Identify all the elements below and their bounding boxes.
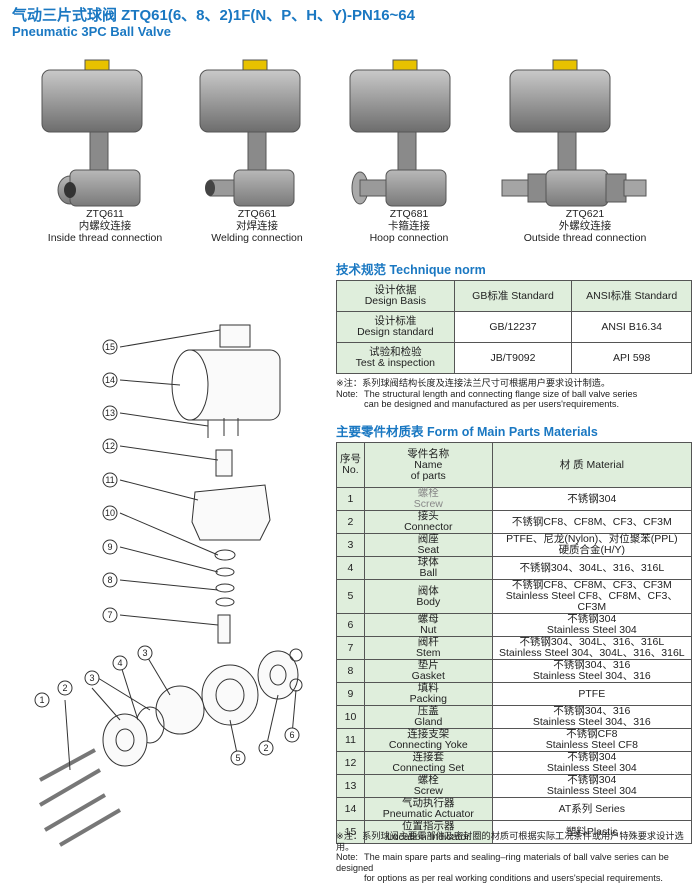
callout-6: 6 — [289, 730, 294, 740]
part-material: 不锈钢304 — [491, 487, 693, 511]
part-no: 11 — [336, 728, 365, 752]
part-no: 13 — [336, 774, 365, 798]
part-no: 15 — [336, 820, 365, 844]
callout-4: 4 — [117, 658, 122, 668]
parts-heading: 主要零件材质表 Form of Main Parts Materials — [336, 425, 598, 439]
callout-3b: 3 — [89, 673, 94, 683]
part-material: 塑料Plastic — [491, 820, 693, 844]
part-no: 1 — [336, 487, 365, 511]
valve-image-welding — [188, 52, 338, 210]
parts-note: ※注：系列球阀主要零部件及密封圈的材质可根据实际工况条件或用户特殊要求设计选用。… — [336, 831, 684, 883]
part-no: 6 — [336, 613, 365, 637]
technique-note: ※注：系列球阀结构长度及连接法兰尺寸可根据用户要求设计制造。 Note:The … — [336, 378, 638, 409]
page-title: 气动三片式球阀 ZTQ61(6、8、2)1F(N、P、H、Y)-PN16~64 — [12, 7, 415, 24]
valve-image-inside-thread — [30, 52, 180, 210]
callout-2a: 2 — [62, 683, 67, 693]
technique-heading: 技术规范 Technique norm — [336, 263, 486, 277]
callout-11: 11 — [105, 475, 114, 485]
part-no: 4 — [336, 556, 365, 580]
callout-14: 14 — [105, 375, 115, 385]
part-no: 14 — [336, 797, 365, 821]
callout-2b: 2 — [263, 743, 268, 753]
callout-1: 1 — [39, 695, 44, 705]
exploded-view-diagram: 15 14 13 12 11 10 9 8 7 4 3 2 1 3 5 2 6 — [20, 300, 320, 860]
callout-13: 13 — [105, 408, 115, 418]
valve-image-hoop — [338, 52, 488, 210]
part-no: 2 — [336, 510, 365, 534]
part-no: 5 — [336, 579, 365, 614]
callout-5: 5 — [235, 753, 240, 763]
callout-3a: 3 — [142, 648, 147, 658]
part-material: 不锈钢CF8、CF8M、CF3、CF3M — [491, 510, 693, 534]
part-no: 3 — [336, 533, 365, 557]
page-subtitle: Pneumatic 3PC Ball Valve — [12, 24, 171, 39]
part-material: PTFE — [491, 682, 693, 706]
part-material: AT系列 Series — [491, 797, 693, 821]
part-material: 不锈钢304、304L、316、316L — [491, 556, 693, 580]
callout-15: 15 — [105, 342, 115, 352]
callout-7: 7 — [107, 610, 112, 620]
valve-image-outside-thread — [498, 52, 648, 210]
callout-9: 9 — [107, 542, 112, 552]
part-material: PTFE、尼龙(Nylon)、对位聚苯(PPL)硬质合金(H/Y) — [491, 533, 693, 557]
part-no: 10 — [336, 705, 365, 729]
part-no: 7 — [336, 636, 365, 660]
part-no: 8 — [336, 659, 365, 683]
callout-10: 10 — [105, 508, 115, 518]
callout-8: 8 — [107, 575, 112, 585]
callout-12: 12 — [105, 441, 115, 451]
part-no: 12 — [336, 751, 365, 775]
part-no: 9 — [336, 682, 365, 706]
